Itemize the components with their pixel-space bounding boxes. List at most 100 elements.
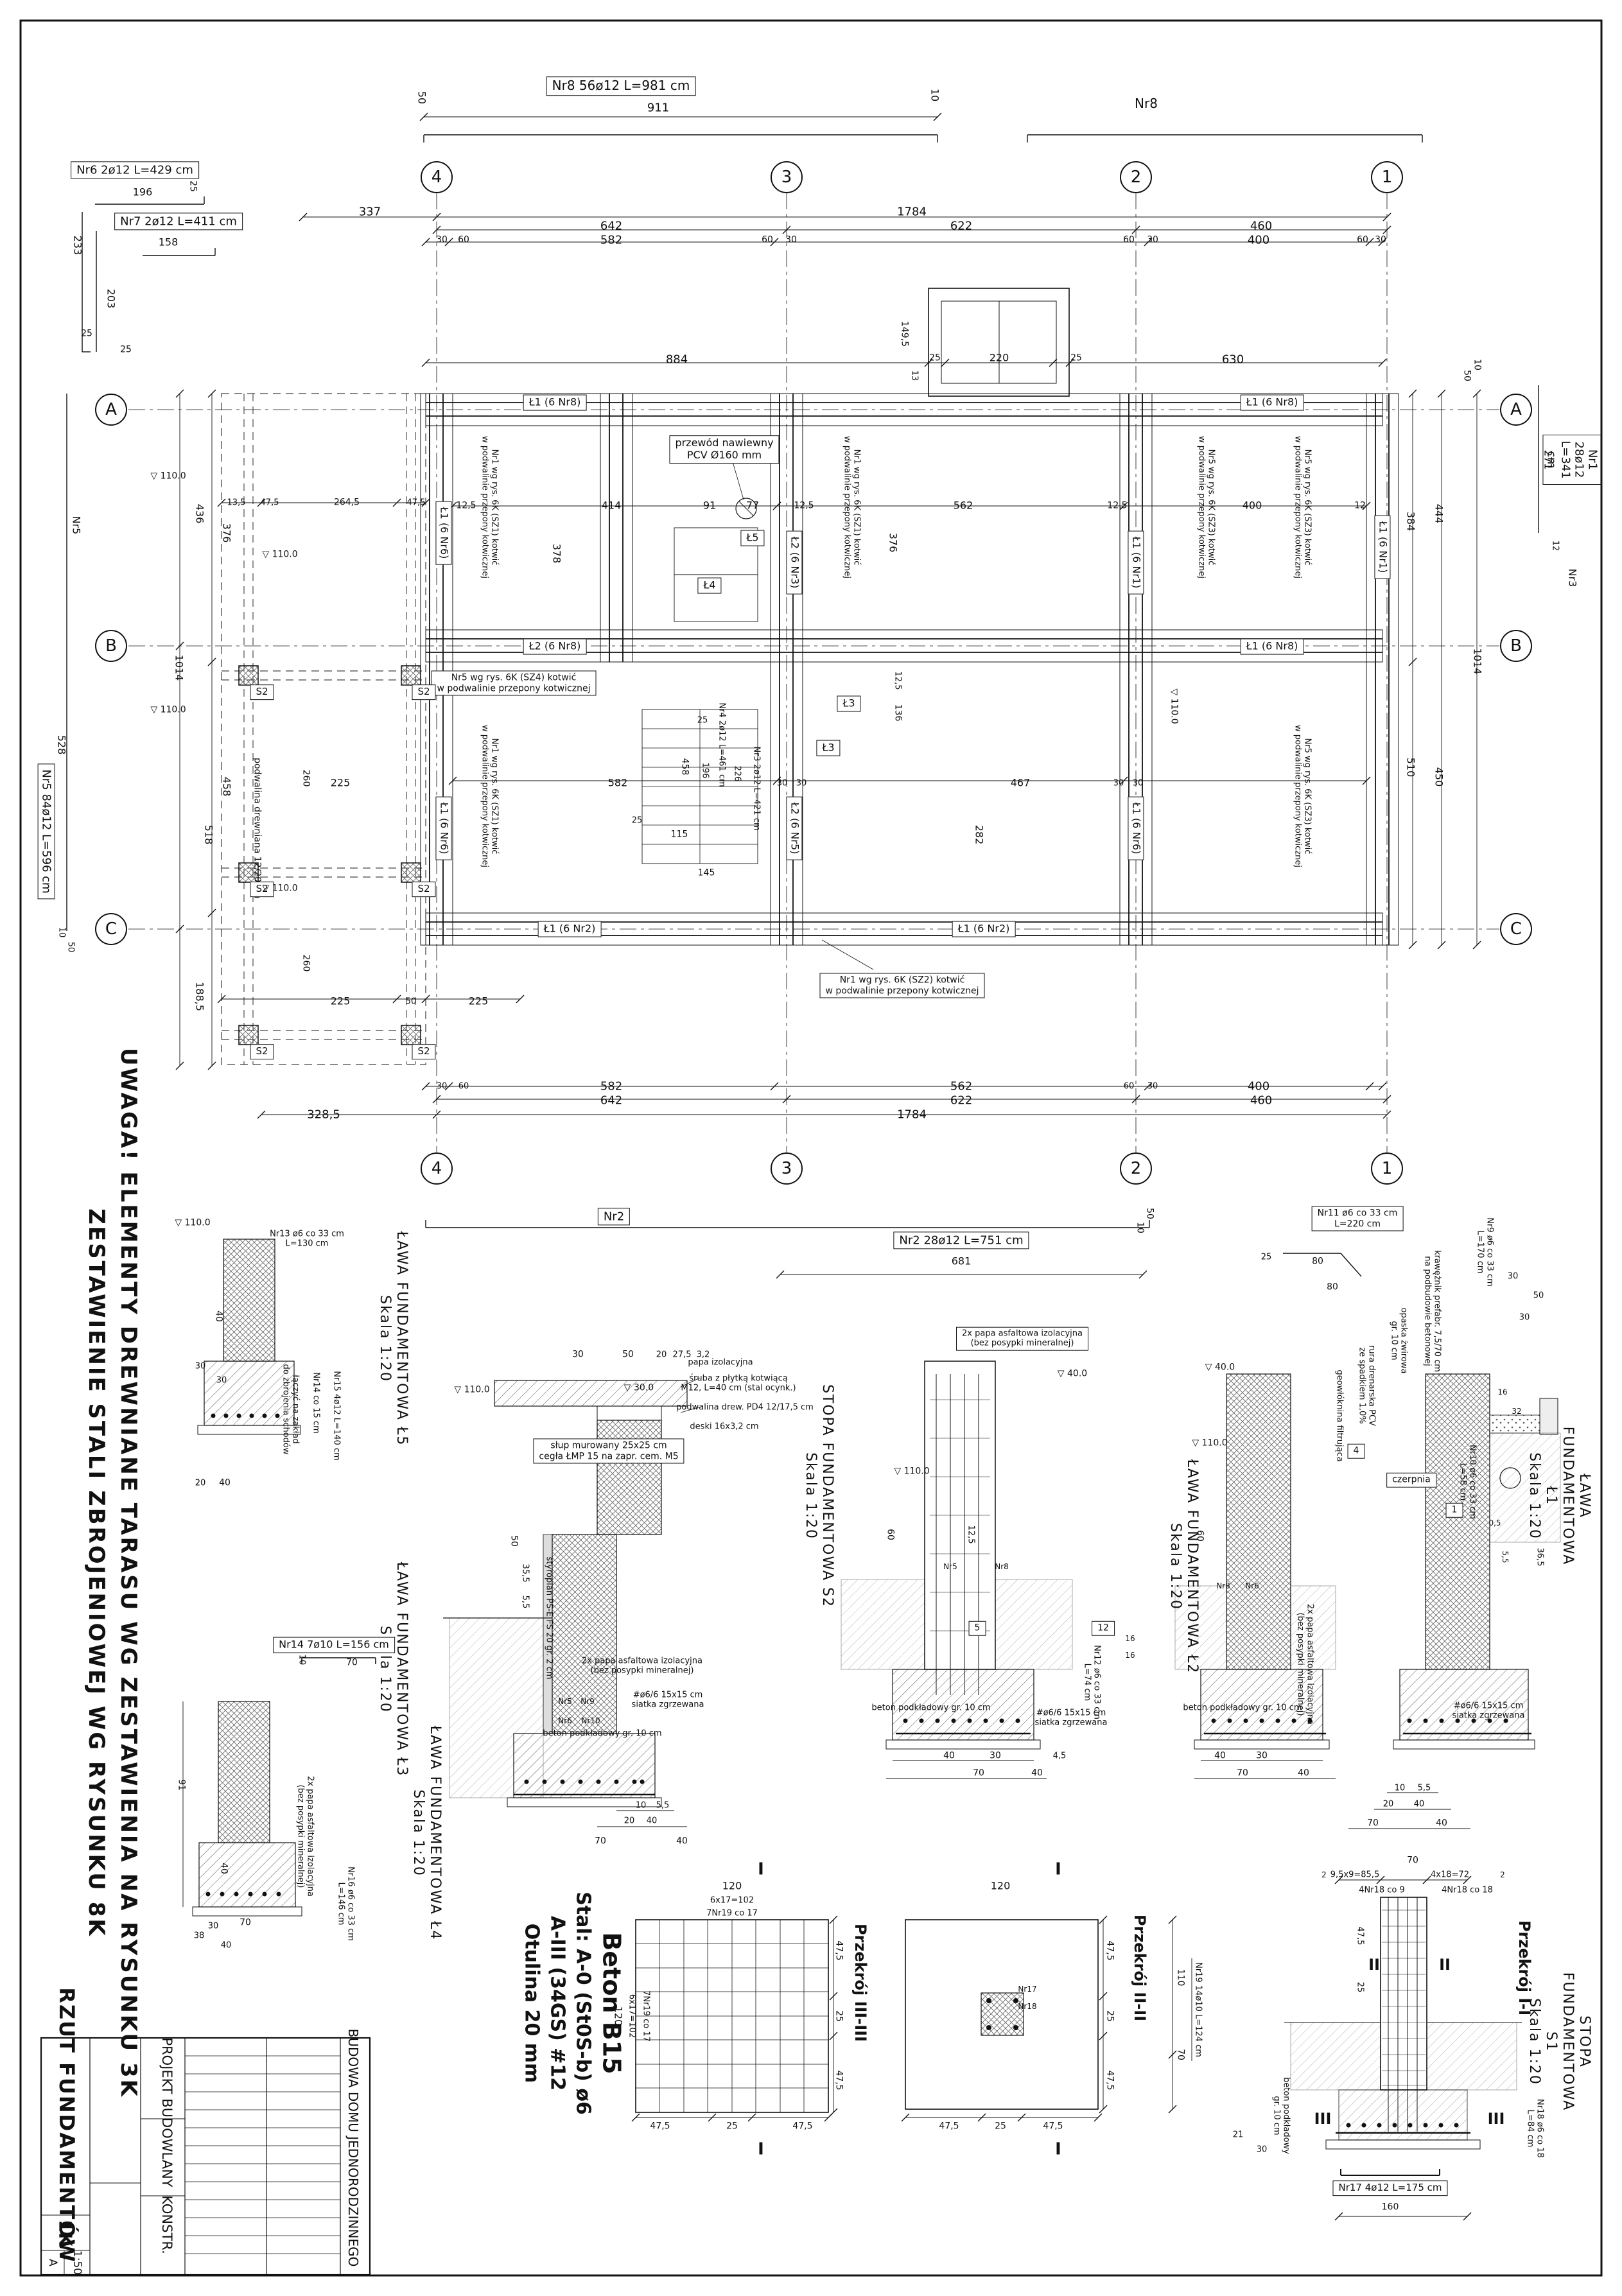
- axis-bubble: B: [95, 630, 127, 662]
- dim-label: 149,5: [899, 320, 910, 347]
- dim-label: ▽ 40.0: [1057, 1368, 1088, 1379]
- dim-label: 10: [1472, 359, 1483, 370]
- dim-label: Nr9: [580, 1696, 595, 1706]
- dim-label: 120: [612, 2006, 625, 2026]
- callout-label: Nr2 28ø12 L=751 cm: [893, 1231, 1029, 1249]
- dim-label: 30: [1113, 778, 1124, 788]
- dim-label: 40: [220, 1940, 232, 1951]
- dim-label: 25: [995, 2121, 1006, 2132]
- dim-label: 160: [1381, 2202, 1399, 2213]
- dim-label: 1014: [1471, 648, 1484, 675]
- dim-label: 264,5: [333, 497, 360, 508]
- dim-label: 911: [647, 101, 670, 115]
- dim-label: 40: [213, 1310, 224, 1322]
- dim-label: beton podkładowy gr. 10 cm: [871, 1703, 991, 1713]
- dim-label: 458: [220, 776, 233, 797]
- dim-label: 25: [187, 180, 198, 192]
- callout-label: 1: [1445, 1502, 1463, 1518]
- dim-label: 337: [358, 205, 381, 219]
- dim-label: #ø6/6 15x15 cm siatka zgrzewana: [1034, 1708, 1108, 1728]
- dim-label: 40: [646, 1816, 658, 1826]
- dim-label: Nr4 2ø12 L=461 cm: [717, 702, 727, 787]
- dim-label: 47,5: [260, 498, 279, 508]
- titleblock-branch: KONSTR.: [159, 2195, 175, 2254]
- callout-label: S2: [412, 684, 436, 700]
- dim-label: 60: [1123, 1081, 1135, 1091]
- axis-bubble: 4: [421, 1152, 453, 1185]
- dim-label: 38: [193, 1931, 205, 1941]
- callout-label: Nr7 2ø12 L=411 cm: [114, 213, 243, 230]
- axis-bubble: 3: [771, 161, 803, 193]
- axis-bubble: 4: [421, 161, 453, 193]
- dim-label: 60: [458, 1081, 469, 1091]
- dim-label: 80: [1327, 1282, 1338, 1292]
- dim-label: 47,5: [1043, 2121, 1063, 2132]
- dim-label: 50: [509, 1535, 519, 1547]
- dim-label: 20: [1382, 1799, 1394, 1809]
- dim-label: 47,5: [406, 498, 426, 508]
- dim-label: 25: [726, 2121, 738, 2132]
- dim-label: śruba z płytką kotwiącą M12, L=40 cm (st…: [681, 1373, 796, 1393]
- dim-label: 70: [973, 1768, 984, 1779]
- section-mark: II: [1368, 1955, 1380, 1974]
- dim-label: Nr5 wg rys. 6K (SZ3) kotwić w podwalinie…: [1196, 436, 1216, 578]
- dim-label: 582: [607, 776, 628, 789]
- dim-label: 30: [1256, 2144, 1268, 2155]
- dim-label: Nr6: [558, 1716, 572, 1725]
- dim-label: 1784: [897, 1108, 927, 1122]
- dim-label: Nr1 wg rys. 6K (SZ1) kotwić w podwalinie…: [842, 436, 862, 578]
- dim-label: beton podkładowy gr. 10 cm: [1183, 1703, 1302, 1713]
- dim-label: 3,2: [696, 1350, 710, 1360]
- dim-label: 47,5: [1104, 1940, 1115, 1961]
- section-mark: Przekrój II-II: [1131, 1914, 1149, 2022]
- dim-label: 40: [676, 1836, 688, 1847]
- dim-label: #ø6/6 15x15 cm siatka zgrzewana: [631, 1690, 704, 1710]
- dim-label: 91: [176, 1779, 187, 1791]
- dim-label: Nr1 wg rys. 6K (SZ1) kotwić w podwalinie…: [480, 436, 500, 578]
- dim-label: 203: [105, 288, 118, 309]
- dim-label: beton podkładowy gr. 10 cm: [543, 1728, 662, 1739]
- dim-label: 13,5: [227, 498, 246, 508]
- callout-label: Ł1 (6 Nr2): [537, 921, 602, 937]
- material-spec: Beton B15: [597, 1932, 626, 2074]
- dim-label: Nr9 ø6 co 33 cm L=170 cm: [1475, 1217, 1495, 1287]
- dim-label: Nr8: [995, 1561, 1009, 1571]
- detail-title: STOPA FUNDAMENTOWA S1 Skala 1:20: [1526, 1972, 1592, 2112]
- dim-label: 40: [1214, 1750, 1226, 1761]
- dim-label: 188,5: [193, 982, 206, 1011]
- dim-label: 884: [665, 352, 688, 367]
- dim-label: 5,5: [1501, 1551, 1510, 1563]
- titleblock-stage: PROJEKT BUDOWLANY: [159, 2037, 175, 2187]
- callout-label: Ł3: [816, 740, 841, 756]
- dim-label: Nr18: [1018, 2001, 1037, 2011]
- dim-label: 70: [1175, 2049, 1186, 2060]
- dim-label: 9,5x9=85,5: [1330, 1870, 1380, 1880]
- dim-label: Nr10: [581, 1716, 600, 1725]
- dim-label: 25: [833, 2010, 844, 2022]
- dim-label: 2: [1500, 1870, 1505, 1879]
- dim-label: 30: [436, 234, 448, 245]
- dim-label: 30: [1256, 1750, 1268, 1761]
- material-spec: A-III (34GS) #12: [546, 1915, 569, 2091]
- dim-label: 518: [202, 824, 215, 845]
- dim-label: 70: [595, 1836, 606, 1847]
- callout-label: Nr14 7ø10 L=156 cm: [273, 1637, 395, 1653]
- dim-label: 12: [1550, 540, 1560, 552]
- terrace-substructure: [221, 393, 426, 1065]
- dim-label: 25: [631, 815, 643, 826]
- callout-label: słup murowany 25x25 cm cegła ŁMP 15 na z…: [533, 1438, 685, 1464]
- titleblock-project: BUDOWA DOMU JEDNORODZINNEGO: [345, 2028, 361, 2267]
- dim-label: 25: [120, 344, 132, 355]
- dim-label: 10: [635, 1800, 647, 1811]
- dim-label: 40: [219, 1477, 231, 1488]
- dim-label: 50: [1533, 1291, 1544, 1301]
- dim-label: 47,5: [1104, 2070, 1115, 2091]
- dim-label: 400: [1247, 233, 1270, 247]
- dim-label: 158: [158, 236, 179, 248]
- callout-label: 5: [968, 1621, 986, 1636]
- dim-label: 25: [929, 352, 941, 363]
- dim-label: 40: [1298, 1768, 1309, 1779]
- dim-label: 225: [330, 995, 351, 1007]
- callout-label: Nr6 2ø12 L=429 cm: [71, 161, 199, 179]
